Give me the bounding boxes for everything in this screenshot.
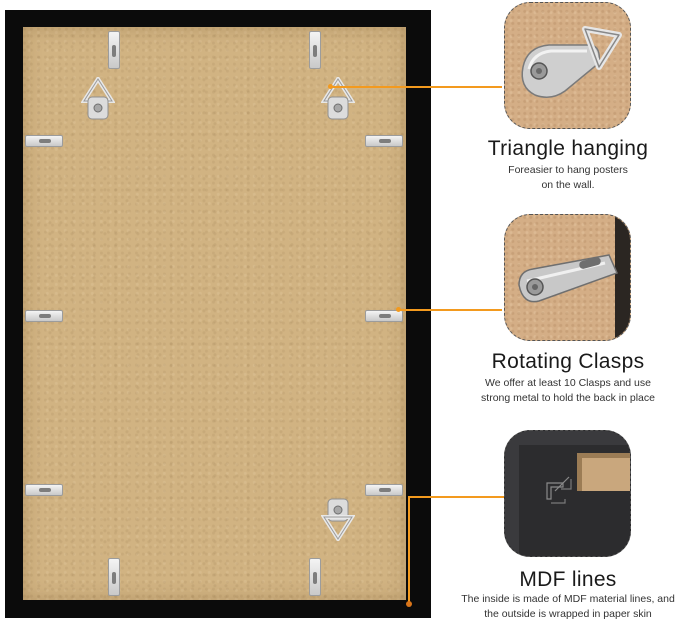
poster-frame-back	[5, 10, 431, 618]
callout-line-mdf	[408, 496, 504, 498]
callout-line-triangle	[332, 86, 502, 88]
rotating-clasp	[365, 484, 403, 496]
rotating-clasp	[365, 310, 403, 322]
feature-description-line: The inside is made of MDF material lines…	[461, 593, 675, 605]
callout-end-dot	[406, 601, 412, 607]
callout-line-mdf-vertical	[408, 496, 410, 604]
rotating-clasp	[25, 484, 63, 496]
feature-description-line: the outside is wrapped in paper skin	[484, 608, 652, 620]
rotating-clasp	[25, 135, 63, 147]
triangle-hanger-closeup	[504, 2, 631, 129]
callout-dot	[328, 84, 333, 89]
rotating-clasp	[108, 558, 120, 596]
feature-description-line: on the wall.	[541, 179, 595, 191]
triangle-hanger	[81, 77, 115, 121]
feature-description: We offer at least 10 Clasps and use stro…	[442, 376, 679, 406]
rotating-clasp	[309, 31, 321, 69]
callout-line-clasp	[400, 309, 502, 311]
feature-description-line: strong metal to hold the back in place	[481, 392, 655, 404]
feature-description-line: We offer at least 10 Clasps and use	[485, 377, 651, 389]
rotating-clasp	[309, 558, 321, 596]
rotating-clasp	[365, 135, 403, 147]
triangle-hanger	[321, 77, 355, 121]
rotating-clasp-closeup	[504, 214, 631, 341]
feature-title: Rotating Clasps	[491, 350, 645, 373]
feature-description: The inside is made of MDF material lines…	[448, 592, 679, 622]
rotating-clasp	[108, 31, 120, 69]
callout-dot	[396, 307, 401, 312]
rotating-clasp	[25, 310, 63, 322]
triangle-hanger	[321, 497, 355, 541]
feature-description: Foreasier to hang posters on the wall.	[442, 163, 679, 193]
feature-description-line: Foreasier to hang posters	[508, 164, 628, 176]
mdf-backboard	[23, 27, 406, 600]
feature-title: Triangle hanging	[487, 137, 649, 160]
feature-title: MDF lines	[519, 568, 617, 591]
mdf-corner-closeup	[504, 430, 631, 557]
